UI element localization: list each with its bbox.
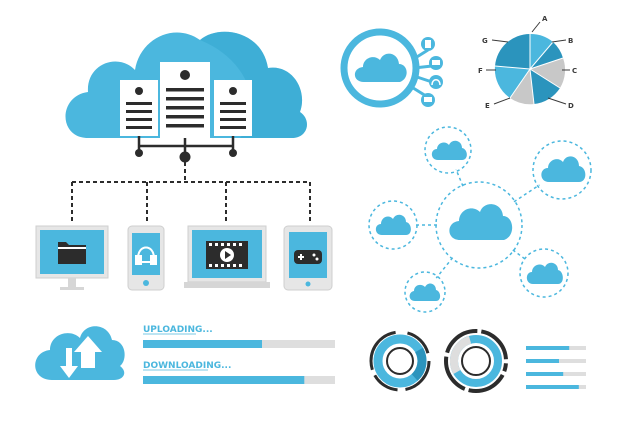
- upload-arrow-icon: [74, 336, 102, 368]
- cloud-icon: [409, 283, 441, 301]
- pie-chart: A B C D E F G: [478, 15, 577, 110]
- pie-label-a: A: [542, 15, 548, 23]
- pie-label-g: G: [482, 37, 488, 45]
- headphones-icon: [135, 246, 157, 265]
- device-desktop-monitor: [35, 225, 109, 290]
- upload-progress-fill: [143, 340, 262, 348]
- download-progress-fill: [143, 376, 305, 384]
- download-arrow-icon: [60, 348, 78, 378]
- cloud-server-group: [65, 31, 307, 163]
- cloud-icon: [541, 156, 586, 182]
- cloud-icon: [526, 262, 563, 284]
- status-bars: [526, 346, 586, 389]
- gamepad-icon: [294, 250, 322, 264]
- pie-label-b: B: [568, 37, 573, 45]
- cloud-icon: [449, 204, 513, 240]
- cloud-icon: [354, 53, 407, 82]
- video-player-icon: [206, 241, 248, 269]
- pie-label-e: E: [485, 102, 490, 110]
- status-bar-fill: [526, 359, 559, 363]
- upload-label: UPLOADING...: [143, 325, 213, 335]
- cloud-icon: [431, 140, 467, 160]
- donut-gauge-left: [369, 330, 431, 392]
- headphones-icon: [429, 75, 443, 89]
- pie-label-d: D: [568, 102, 574, 110]
- server-rack-right: [214, 80, 252, 136]
- server-rack-center: [160, 62, 210, 138]
- device-smartphone: [127, 225, 165, 291]
- device-connection-lines: [71, 162, 311, 222]
- device-tablet: [283, 225, 333, 291]
- cloud-icon: [375, 214, 411, 235]
- download-label: DOWNLOADING...: [143, 361, 231, 371]
- status-bar-fill: [526, 385, 579, 389]
- pie-label-f: F: [478, 67, 483, 75]
- status-bar-fill: [526, 372, 564, 376]
- server-rack-left: [120, 80, 158, 136]
- upload-download-cloud: [35, 326, 125, 380]
- status-bar-fill: [526, 346, 570, 350]
- cloud-icon: [35, 326, 125, 380]
- pie-label-c: C: [572, 67, 577, 75]
- cloud-network: [368, 126, 592, 313]
- donut-gauge-right: [443, 328, 509, 394]
- cloud-hub: [340, 28, 443, 108]
- device-laptop: [184, 225, 270, 288]
- folder-icon: [58, 242, 86, 264]
